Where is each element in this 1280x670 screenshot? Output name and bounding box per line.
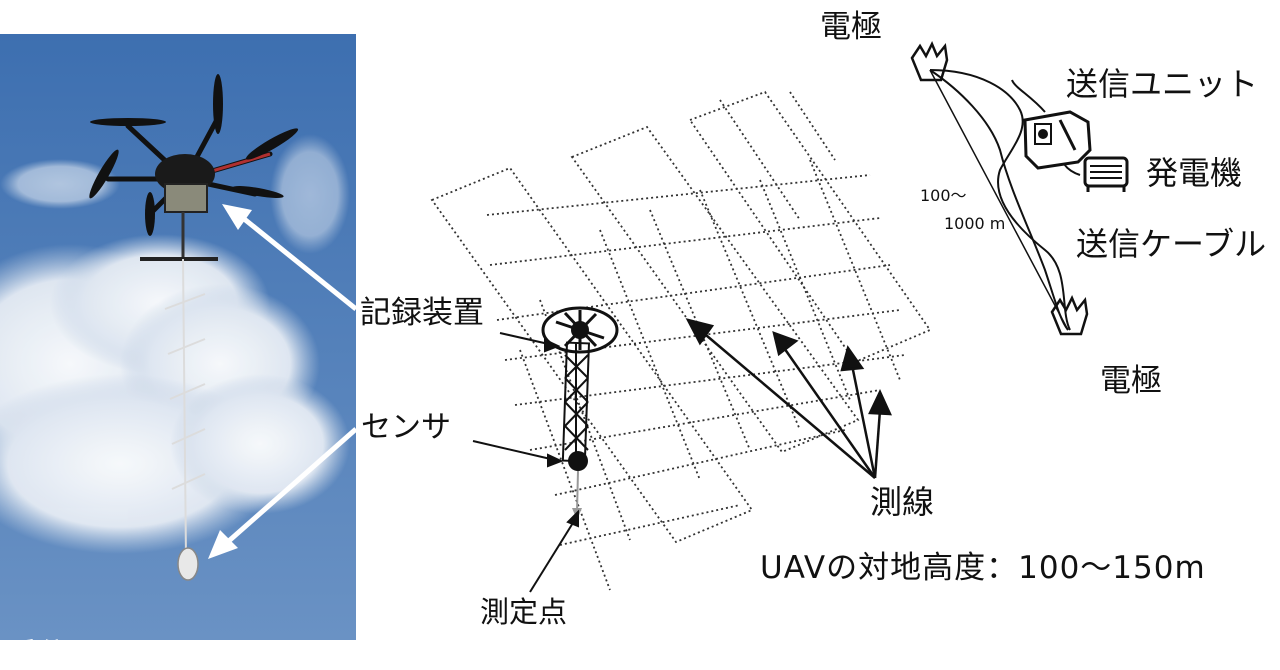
uav-sensor-icon — [541, 306, 619, 520]
survey-line-arrows — [685, 318, 892, 479]
distance-label-line2: 1000 m — [944, 214, 1006, 233]
electrode-top-label: 電極 — [820, 9, 882, 45]
electrode-bottom-label: 電極 — [1100, 363, 1162, 399]
drone-photo: 受信ユニット — [0, 34, 356, 640]
clouds — [0, 134, 350, 554]
measure-point-label: 測定点 — [480, 595, 568, 629]
electrode-icon — [910, 40, 1089, 336]
survey-grid — [430, 90, 932, 591]
distance-label-line1: 100〜 — [920, 186, 967, 205]
transmitter-icon — [1023, 110, 1092, 170]
sensor-line — [164, 258, 206, 560]
photo-arrows — [208, 204, 356, 559]
recorder-label: 記録装置 — [360, 295, 484, 331]
label-leaders — [472, 332, 579, 593]
transmit-setup — [929, 69, 1081, 331]
generator-label: 発電機 — [1146, 154, 1243, 192]
drone-icon — [89, 74, 299, 261]
sensor-label: センサ — [361, 410, 451, 445]
transmit-unit-label: 送信ユニット — [1066, 65, 1259, 103]
receiver-pod — [177, 547, 199, 581]
photo-caption: 受信ユニット — [6, 630, 198, 640]
transmit-cable-label: 送信ケーブル — [1076, 225, 1267, 263]
altitude-label: UAVの対地高度：100〜150m — [760, 550, 1206, 586]
generator-icon — [1083, 156, 1129, 192]
survey-lines-label: 測線 — [870, 483, 935, 521]
drone-photo-scene — [0, 34, 356, 640]
